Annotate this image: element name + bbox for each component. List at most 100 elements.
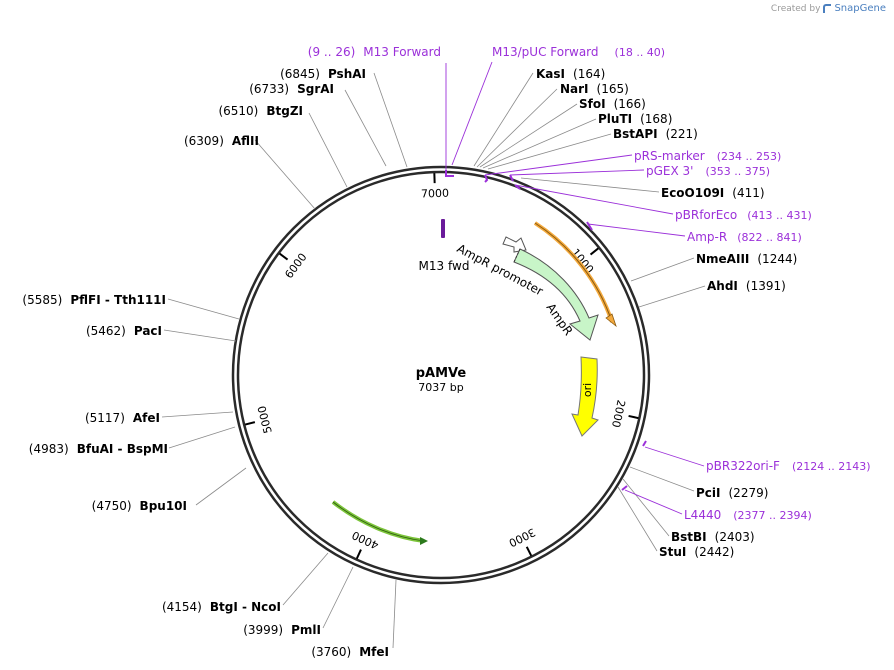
feature-label-ori: ori xyxy=(581,383,594,397)
enzyme-label[interactable]: (3999)PmlI xyxy=(243,623,321,637)
features xyxy=(331,219,617,545)
green-arc-arrowhead xyxy=(420,537,428,545)
enzyme-leader-line xyxy=(622,478,670,537)
enzyme-label[interactable]: (6510)BtgZI xyxy=(218,104,303,118)
backbone-outer-ring xyxy=(231,165,651,585)
primer-label[interactable]: pRS-marker(234 .. 253) xyxy=(634,149,781,163)
green-feature-arc xyxy=(331,500,425,543)
tick-mark-1000 xyxy=(589,247,599,256)
enzyme-label[interactable]: AhdI(1391) xyxy=(707,279,786,293)
enzyme-label[interactable]: (6309)AflII xyxy=(184,134,259,148)
enzyme-label[interactable]: BstBI(2403) xyxy=(671,530,755,544)
feature-label-m13-fwd: M13 fwd xyxy=(419,259,470,273)
primer-leader-line xyxy=(624,489,683,515)
l4440-primer-mark xyxy=(621,485,628,491)
enzyme-label[interactable]: PciI(2279) xyxy=(696,486,768,500)
enzyme-leader-line xyxy=(168,426,236,449)
primer-marks xyxy=(445,170,647,491)
ori-feature-arrow xyxy=(571,356,599,437)
enzyme-label[interactable]: SfoI(166) xyxy=(579,97,646,111)
enzyme-leader-line xyxy=(322,566,354,629)
feature-label-ampr: AmpR xyxy=(544,301,576,338)
enzyme-label[interactable]: (4750)Bpu10I xyxy=(92,499,187,513)
enzyme-label[interactable]: (4983)BfuAI - BspMI xyxy=(29,442,168,456)
tick-marks: 1000 2000 3000 4000 5000 6000 7000 xyxy=(244,173,639,560)
backbone xyxy=(231,165,651,585)
enzyme-label[interactable]: NmeAIII(1244) xyxy=(696,252,797,266)
green-feature-arc-outline xyxy=(332,501,425,542)
m13-fwd-feature-bar xyxy=(441,219,445,238)
enzyme-leader-line xyxy=(473,72,534,167)
credit-prefix: Created by xyxy=(770,3,821,14)
snapgene-credit: Created by SnapGene xyxy=(771,3,886,14)
ampr-feature-arrow xyxy=(513,248,599,341)
enzyme-label[interactable]: (6733)SgrAI xyxy=(249,82,334,96)
tick-label: 5000 xyxy=(255,404,274,434)
credit-brand: SnapGene xyxy=(834,3,886,14)
tick-label: 2000 xyxy=(609,399,628,429)
primer-labels: (9 .. 26)M13 Forward M13/pUC Forward(18 … xyxy=(308,45,871,522)
enzyme-leader-line xyxy=(629,466,695,492)
tick-mark-5000 xyxy=(244,421,256,426)
primer-label[interactable]: Amp-R(822 .. 841) xyxy=(687,230,802,244)
enzyme-label[interactable]: (3760)MfeI xyxy=(311,645,389,659)
enzyme-leader-line xyxy=(344,89,387,167)
primer-label[interactable]: pBRforEco(413 .. 431) xyxy=(675,208,812,222)
enzyme-leader-line xyxy=(638,285,706,308)
enzyme-label[interactable]: KasI(164) xyxy=(536,67,605,81)
enzyme-leader-line xyxy=(630,257,695,282)
primer-label[interactable]: M13/pUC Forward(18 .. 40) xyxy=(492,45,665,59)
leader-lines xyxy=(161,61,706,649)
orange-feature-arc-outline xyxy=(534,222,613,323)
pbrforeco-primer-mark xyxy=(514,184,521,190)
enzyme-label[interactable]: (5585)PflFI - Tth111I xyxy=(22,293,166,307)
tick-mark-4000 xyxy=(355,549,362,560)
enzyme-leader-line xyxy=(373,72,408,168)
enzyme-leader-line xyxy=(476,88,558,168)
backbone-inner-ring xyxy=(236,170,646,580)
tick-mark-3000 xyxy=(525,546,533,557)
pgex-primer-mark xyxy=(509,174,514,182)
enzyme-leader-line xyxy=(617,486,658,552)
enzyme-leader-line xyxy=(392,579,397,649)
enzyme-leader-line xyxy=(520,177,660,193)
primer-leader-line xyxy=(514,184,674,215)
enzyme-labels-left: (6845)PshAI (6733)SgrAI (6510)BtgZI (630… xyxy=(22,67,389,659)
enzyme-labels-right: KasI(164) NarI(165) SfoI(166) PluTI(168)… xyxy=(536,67,797,559)
enzyme-label[interactable]: (4154)BtgI - NcoI xyxy=(162,600,281,614)
enzyme-leader-line xyxy=(163,329,237,342)
tick-label: 4000 xyxy=(350,528,381,551)
tick-mark-2000 xyxy=(628,414,639,420)
enzyme-leader-line xyxy=(282,552,329,606)
tick-label: 6000 xyxy=(282,251,309,281)
enzyme-label[interactable]: (5462)PacI xyxy=(86,324,162,338)
enzyme-leader-line xyxy=(167,298,240,320)
tick-label: 1000 xyxy=(569,246,597,276)
enzyme-leader-line xyxy=(482,118,597,169)
enzyme-label[interactable]: BstAPI(221) xyxy=(613,127,698,141)
enzyme-label[interactable]: (5117)AfeI xyxy=(85,411,160,425)
enzyme-label[interactable]: StuI(2442) xyxy=(659,545,734,559)
primer-label[interactable]: pBR322ori-F(2124 .. 2143) xyxy=(706,459,871,473)
orange-arc-arrowhead xyxy=(605,313,617,328)
enzyme-leader-line xyxy=(308,112,348,188)
enzyme-label[interactable]: EcoO109I(411) xyxy=(661,186,765,200)
enzyme-leader-line xyxy=(254,139,316,210)
primer-leader-line xyxy=(484,154,633,176)
primer-leader-line xyxy=(509,169,645,176)
enzyme-leader-line xyxy=(161,411,234,418)
enzyme-leader-line xyxy=(487,133,612,170)
primer-label[interactable]: L4440(2377 .. 2394) xyxy=(684,508,812,522)
plasmid-name: pAMVe xyxy=(416,366,467,381)
enzyme-label[interactable]: PluTI(168) xyxy=(598,112,672,126)
primer-label[interactable]: (9 .. 26)M13 Forward xyxy=(308,45,441,59)
m13-forward-primer-mark xyxy=(445,170,454,177)
tick-label: 7000 xyxy=(421,187,449,201)
tick-label: 3000 xyxy=(507,525,538,549)
primer-label[interactable]: pGEX 3'(353 .. 375) xyxy=(646,164,770,178)
enzyme-label[interactable]: (6845)PshAI xyxy=(280,67,366,81)
primer-leader-line xyxy=(587,223,686,237)
primer-leader-line xyxy=(644,446,705,467)
enzyme-label[interactable]: NarI(165) xyxy=(560,82,629,96)
